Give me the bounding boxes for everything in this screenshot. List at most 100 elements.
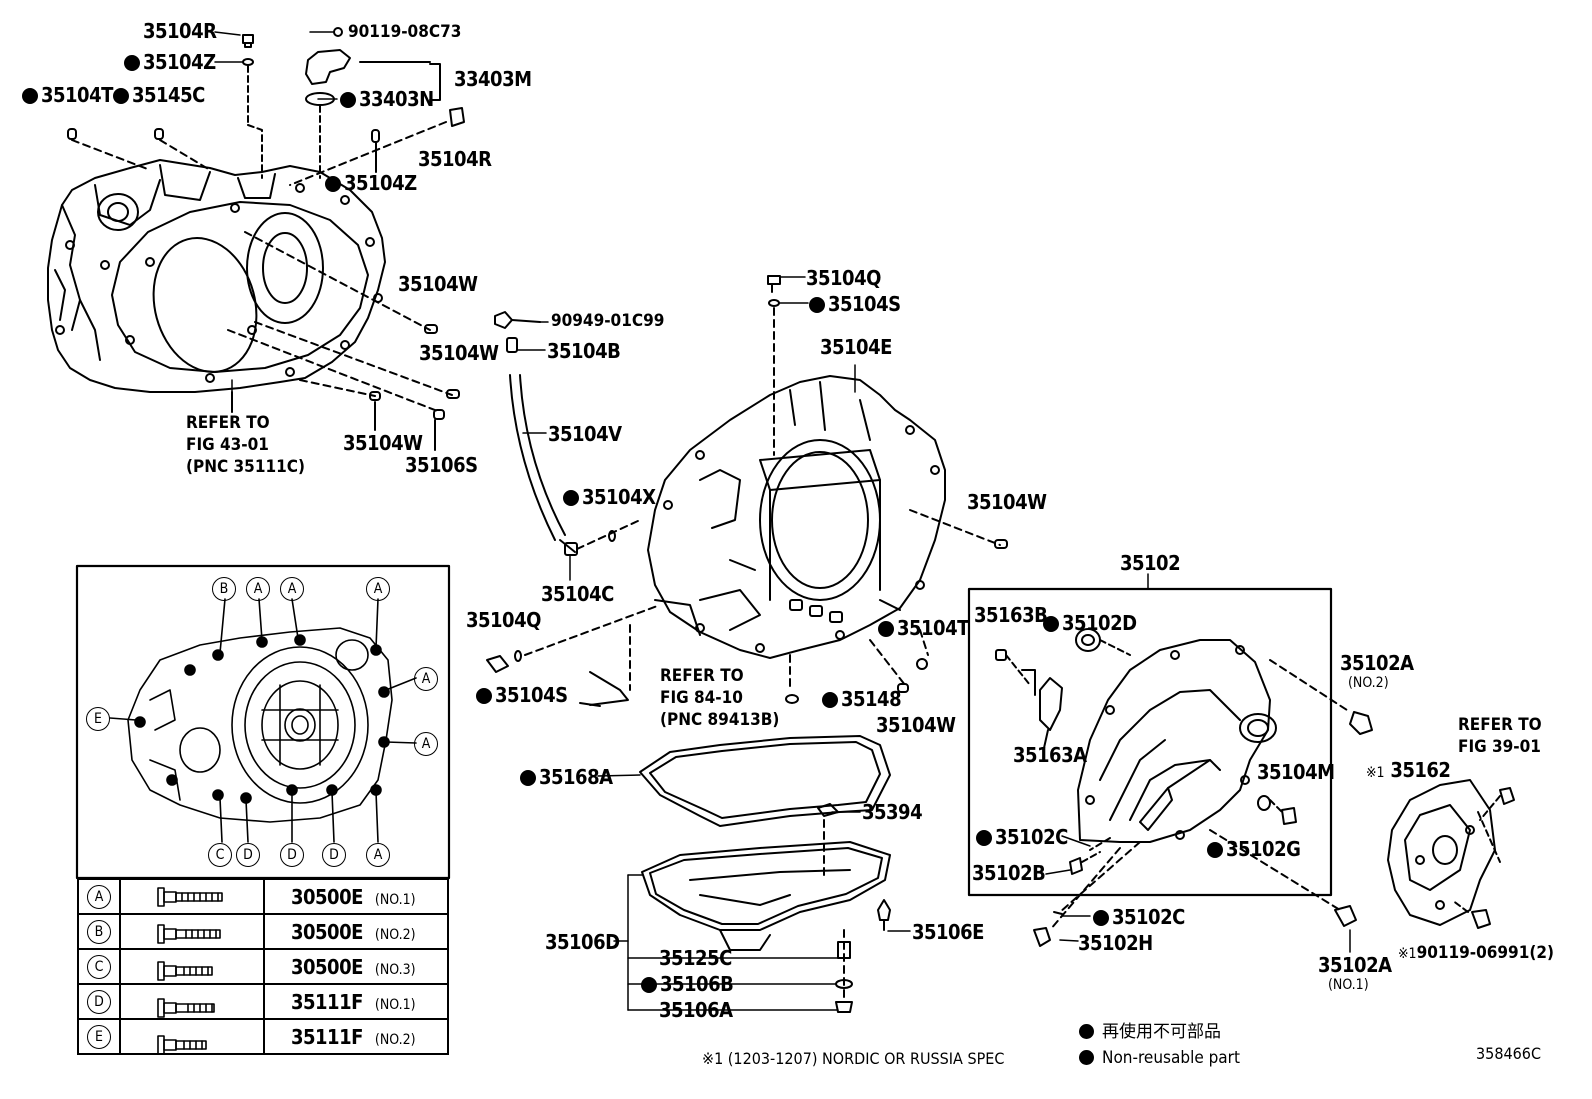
- part-label-35102B: 35102B: [972, 861, 1046, 885]
- part-label-35104Q-2: 35104Q: [466, 608, 541, 632]
- part-label-35102A-no1: 35102A: [1318, 953, 1392, 977]
- non-reusable-dot-icon: [563, 490, 579, 506]
- legend-non-reusable-jp: 再使用不可部品: [1079, 1022, 1221, 1042]
- leader-lines: [214, 31, 1351, 1011]
- part-label-35104Z: 35104Z: [124, 51, 216, 73]
- table-row: B 30500E (NO.2): [77, 913, 449, 950]
- table-row: A 30500E(NO.1): [77, 878, 449, 915]
- bolt-icon-cell: [119, 948, 265, 985]
- non-reusable-dot-icon: [1207, 842, 1223, 858]
- non-reusable-dot-icon: [113, 88, 129, 104]
- part-label-35104V: 35104V: [548, 422, 622, 446]
- part-label-35104C: 35104C: [541, 582, 614, 606]
- part-label-90949-01C99: 90949-01C99: [551, 311, 665, 331]
- non-reusable-dot-icon: [325, 176, 341, 192]
- part-label-35104W-5: 35104W: [876, 713, 956, 737]
- inset-letter-c: C: [208, 843, 232, 867]
- refer-label-fig43-line1: REFER TO: [186, 413, 270, 433]
- non-reusable-dot-icon: [22, 88, 38, 104]
- part-label-90119-06991: ※190119-06991(2): [1398, 943, 1554, 963]
- part-label-35163A: 35163A: [1013, 743, 1087, 767]
- part-label-35102H: 35102H: [1078, 931, 1153, 955]
- inset-letter-a: A: [414, 667, 438, 691]
- part-label-35102D: 35102D: [1043, 612, 1137, 634]
- non-reusable-dot-icon: [340, 92, 356, 108]
- bolt-part-number: 30500E: [291, 884, 363, 909]
- bolt-variant: (NO.2): [374, 926, 416, 943]
- inset-letter-d: D: [236, 843, 260, 867]
- part-label-35104T-2: 35104T: [878, 617, 969, 639]
- table-row: C 30500E (NO.3): [77, 948, 449, 985]
- part-label-35104E: 35104E: [820, 335, 892, 359]
- inset-letter-a: A: [366, 843, 390, 867]
- part-label-90119-08C73: 90119-08C73: [348, 22, 462, 42]
- part-label-33403N: 33403N: [340, 88, 434, 110]
- bolt-part-number: 35111F: [291, 989, 363, 1014]
- part-label-35104T: 35104T: [22, 84, 113, 106]
- part-label-35102A-no2: 35102A: [1340, 651, 1414, 675]
- inset-letter-d: D: [280, 843, 304, 867]
- bolt-part-number: 30500E: [291, 954, 363, 979]
- part-label-35102C-2: 35102C: [1093, 906, 1185, 928]
- part-label-35102A-no1-sub: (NO.1): [1328, 977, 1369, 993]
- part-label-35106B: 35106B: [641, 973, 734, 995]
- part-label-35104W-4: 35104W: [967, 490, 1047, 514]
- bolt-letter: B: [87, 919, 111, 944]
- part-label-35102: 35102: [1120, 551, 1181, 575]
- refer-label-fig39-line2: FIG 39-01: [1458, 737, 1541, 757]
- non-reusable-dot-icon: [878, 621, 894, 637]
- bolt-variant: (NO.3): [374, 961, 416, 978]
- part-label-35168A: 35168A: [520, 766, 613, 788]
- part-label-35106E: 35106E: [912, 920, 984, 944]
- transaxle-cover-illustration: [1387, 779, 1515, 929]
- bolt-letter: D: [87, 989, 111, 1014]
- part-label-35394: 35394: [862, 800, 923, 824]
- table-row: D 35111F (NO.1): [77, 983, 449, 1020]
- case-small-parts: [486, 275, 1008, 707]
- part-label-35125C: 35125C: [659, 946, 732, 970]
- bolt-letter: A: [87, 884, 111, 909]
- upper-left-small-parts: [67, 27, 465, 451]
- non-reusable-dot-icon: [976, 830, 992, 846]
- part-label-35104S-2: 35104S: [476, 684, 568, 706]
- part-label-35162: ※1 35162: [1366, 758, 1451, 782]
- non-reusable-dot-icon: [124, 55, 140, 71]
- refer-label-fig84-line2: FIG 84-10: [660, 688, 743, 708]
- part-label-35104W: 35104W: [398, 272, 478, 296]
- bolt-location-inset-illustration: [109, 598, 417, 843]
- part-label-35102C: 35102C: [976, 826, 1068, 848]
- non-reusable-dot-icon: [1079, 1050, 1094, 1065]
- non-reusable-dot-icon: [641, 977, 657, 993]
- transaxle-housing-illustration: [47, 159, 386, 393]
- inset-letter-a: A: [414, 732, 438, 756]
- part-label-35104S: 35104S: [809, 293, 901, 315]
- bolt-part-number: 30500E: [291, 919, 363, 944]
- bolt-icon-cell: [119, 983, 265, 1020]
- part-label-35148: 35148: [822, 688, 902, 710]
- non-reusable-dot-icon: [1079, 1024, 1094, 1039]
- inset-letter-d: D: [322, 843, 346, 867]
- bolt-part-number: 35111F: [291, 1024, 363, 1049]
- bolt-location-inset-box: [75, 564, 451, 880]
- part-label-35104X: 35104X: [563, 486, 656, 508]
- bolt-variant: (NO.1): [374, 996, 416, 1013]
- non-reusable-dot-icon: [1043, 616, 1059, 632]
- part-label-35104W-3: 35104W: [343, 431, 423, 455]
- breather-tube-illustration: [494, 311, 641, 556]
- part-label-33403M: 33403M: [454, 67, 532, 91]
- part-label-35104M: 35104M: [1257, 760, 1335, 784]
- part-label-35104W-2: 35104W: [419, 341, 499, 365]
- extension-housing-group-box: [967, 587, 1333, 897]
- refer-label-fig84-line1: REFER TO: [660, 666, 744, 686]
- non-reusable-dot-icon: [520, 770, 536, 786]
- part-label-35102G: 35102G: [1207, 838, 1301, 860]
- part-label-35104B: 35104B: [547, 339, 621, 363]
- extension-housing-illustration: [995, 628, 1373, 947]
- inset-letter-e: E: [86, 707, 110, 731]
- part-label-35106A: 35106A: [659, 998, 733, 1022]
- bolt-letter: C: [87, 954, 111, 979]
- bolt-letter: E: [87, 1024, 111, 1049]
- bolt-icon-cell: [119, 878, 265, 915]
- non-reusable-dot-icon: [476, 688, 492, 704]
